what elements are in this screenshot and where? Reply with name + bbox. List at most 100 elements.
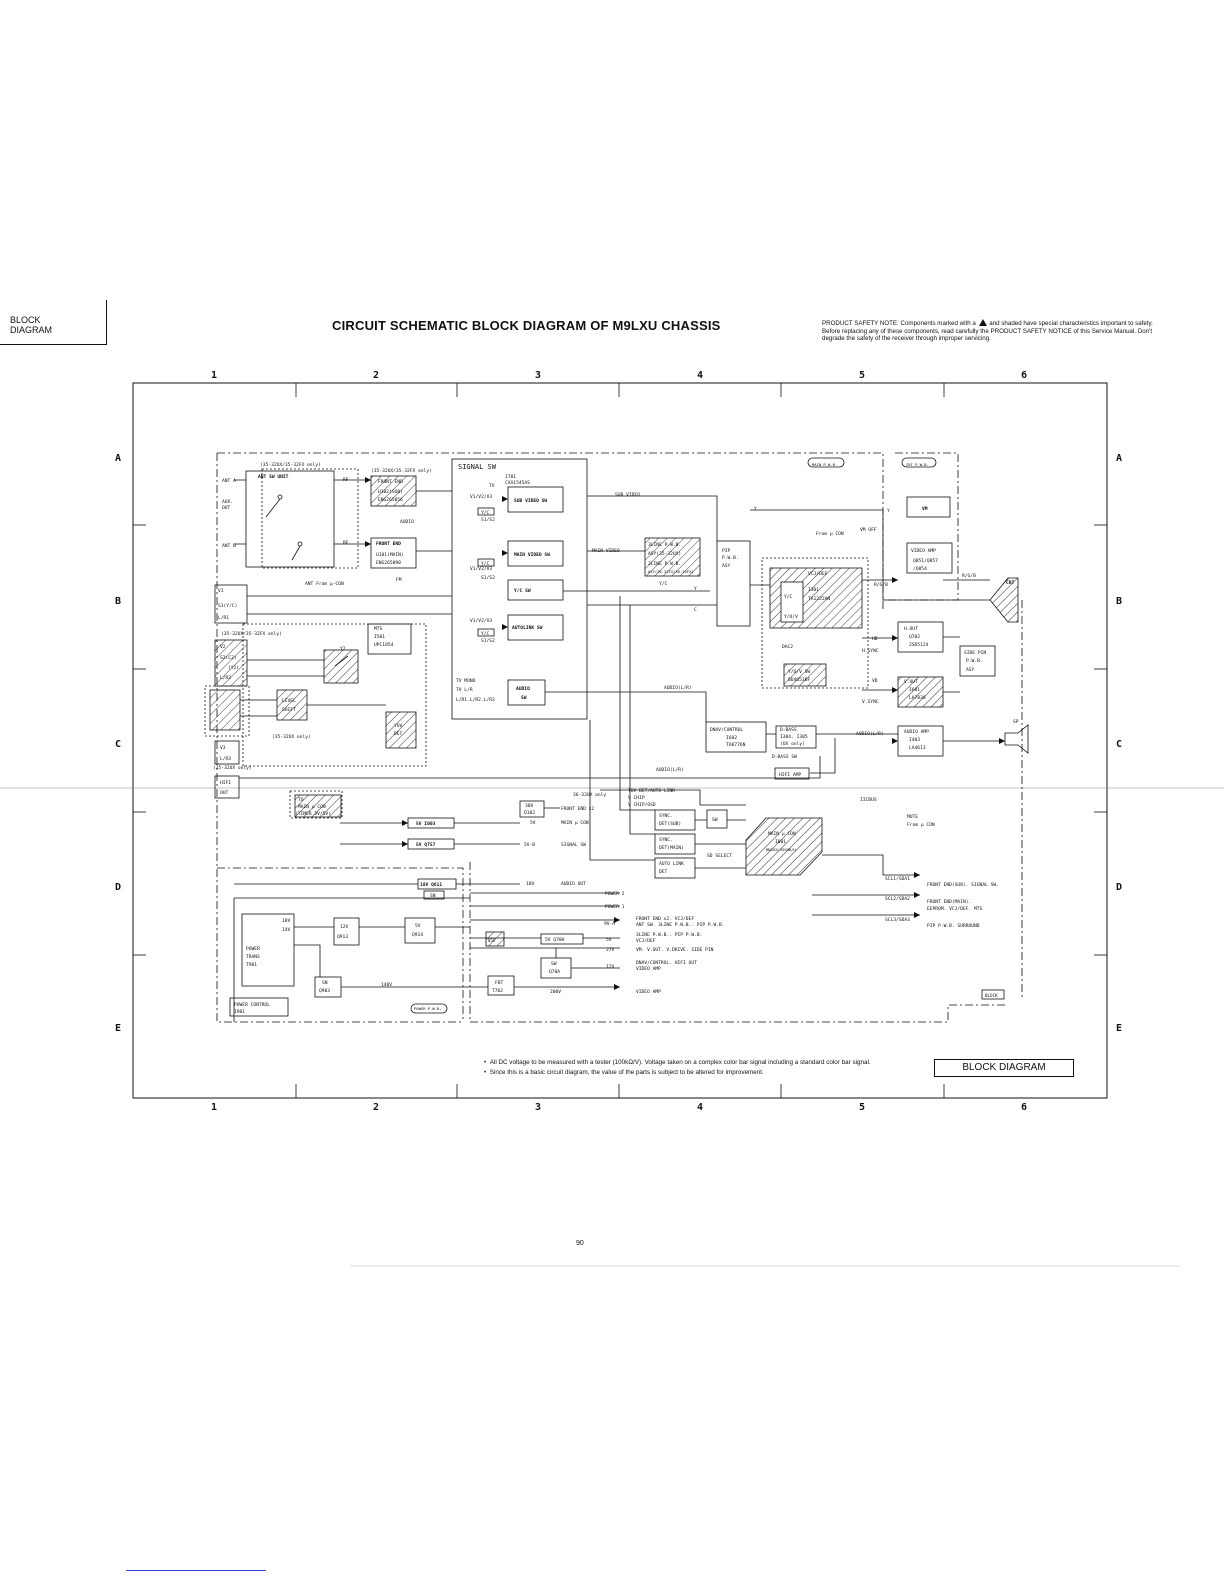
v12-q913-1: 12V [340, 924, 349, 930]
side-pin-2: P.W.B. [966, 658, 983, 664]
lr2-label: L/R2 [220, 675, 231, 681]
v200-dest: VIDEO AMP [636, 989, 661, 995]
yc2-label: (Y2) [228, 665, 239, 671]
yc-tag-a: Y/C [481, 510, 490, 516]
side-pin-1: SIDE PIN [964, 650, 986, 656]
scl2-dest-2: EEPROM. VCJ/DEF. MTS [927, 906, 983, 912]
hifi-out-1: HIFI [220, 780, 231, 786]
iicbus-label: IICBUS [860, 797, 877, 803]
pip-pwb-3: ASY [722, 563, 731, 569]
fbt-1: FBT [495, 980, 504, 986]
page-number: 90 [576, 1240, 584, 1247]
scl2-label: SCL2/SDA2 [885, 896, 910, 902]
crt-pwb-label: CRT P.W.B. [906, 462, 929, 467]
row-label-a: A [115, 453, 121, 464]
sw-q70a-1: SW [551, 961, 557, 967]
row-label-b: B [115, 596, 121, 607]
col-label-3-bottom: 3 [535, 1102, 541, 1113]
yuv-sw-2: BU4053BF [788, 677, 810, 683]
main-video-sw-label: MAIN VIDEO SW [514, 552, 550, 558]
sd-select-label: SD SELECT [707, 853, 732, 859]
v9a-label: 9V-A [604, 921, 615, 927]
v1v2v3-label-a: V1/V2/V3 [470, 494, 492, 500]
y2-label: Y2 [340, 646, 346, 652]
row-label-d-right: D [1116, 882, 1122, 893]
front-end-main-1: FRONT END [376, 541, 401, 547]
row-label-a-right: A [1116, 453, 1122, 464]
v5-dest-2: VCJ/DEF [636, 938, 656, 944]
vcj-def-2: I301 [808, 587, 819, 593]
v1-label: V1 [218, 588, 224, 594]
col-label-5-bottom: 5 [859, 1102, 865, 1113]
scl2-dest-1: FRONT END(MAIN). [927, 899, 971, 905]
i701-label-2: CXA1545AS [505, 480, 530, 486]
main-con-3: MN102L35GHB/H [766, 847, 796, 852]
h-out-1: H.OUT [904, 626, 918, 632]
auto-link-det-2: DET [659, 869, 668, 875]
power-control-1: POWER CONTROL [234, 1002, 270, 1008]
footer-note-2: • Since this is a basic circuit diagram,… [484, 1069, 764, 1076]
yc-inner-label: Y/C [784, 594, 793, 600]
line3-pwb-1: 3LINE P.W.B. [648, 542, 681, 548]
v5b-label: 5V-B [524, 842, 535, 848]
signal-sw-sig-label: SIGNAL SW [561, 842, 586, 848]
rf-label-1: RF [343, 477, 349, 483]
v-sync-label: V.SYNC [862, 699, 879, 705]
mute-label-2: From μ CON [907, 822, 935, 828]
power-pwb-label: POWER P.W.B. [414, 1006, 441, 1011]
ant-b-label: ANT B [222, 543, 236, 549]
v12-dest-2: VIDEO AMP [636, 966, 661, 972]
h-sync-label: H.SYNC [862, 648, 879, 654]
h-out-2: Q702 [909, 634, 920, 640]
block-diagram-label: BLOCK DIAGRAM [934, 1059, 1074, 1077]
col-label-6-bottom: 6 [1021, 1102, 1027, 1113]
s2-label: S2(C2) [220, 655, 237, 661]
audio-sw-label-2: SW [521, 695, 527, 701]
d-bass-sw-label: D-BASS SW [772, 754, 797, 760]
rgb-label-2: R/G/B [962, 573, 976, 579]
d-bass-2: I304. I305 [780, 734, 808, 740]
yc-tag-b: Y/C [481, 561, 490, 567]
level-shift-2: SHIFT [282, 707, 296, 713]
mts-label-2: I501 [374, 634, 385, 640]
note-32ux-32fx-b: (35-32UX/35-32FX only) [371, 468, 432, 474]
v3-label: V3 [220, 745, 226, 751]
v5-q914-2: Q914 [412, 932, 423, 938]
yuv-sw-1: Y/U/V SW [788, 669, 810, 675]
s1s2-label-a: S1/S2 [481, 517, 495, 523]
fbt-2: T702 [492, 988, 503, 994]
safety-note-suffix: and shaded have special characteristics … [822, 320, 1153, 343]
v30-d102-1: 30V [525, 803, 534, 809]
col-label-1: 1 [211, 370, 217, 381]
power-control-2: I901 [234, 1009, 245, 1015]
front-end-main-2: U101(MAIN) [376, 552, 404, 558]
dnav-2: I602 [726, 735, 737, 741]
line3-pwb-3: 2LINE P.W.B. [648, 561, 681, 567]
power-trans-2: 14V [282, 927, 291, 933]
video-amp-2: Q851/Q857 [913, 558, 938, 564]
v5-q757-label: 5V Q757 [416, 842, 436, 848]
power-trans-3: POWER [246, 946, 260, 952]
hifi-out-2: OUT [220, 790, 229, 796]
yuv-det-2: DET [394, 731, 403, 737]
hifi-amp-label: HIFI AMP [779, 772, 801, 778]
lr3-label: L/R3 [220, 756, 231, 762]
v27-label: 27V [606, 947, 615, 953]
from-con-label: From μ CON [816, 531, 844, 537]
v12-q913-2: Q913 [337, 934, 348, 940]
d-bass-3: (UX only) [780, 741, 805, 747]
pip-pwb-2: P.W.B. [722, 555, 739, 561]
autolink-sw-label: AUTOLINK SW [512, 625, 543, 631]
main-con-2: I001 [775, 839, 786, 845]
h-out-3: 2SD5124 [909, 642, 929, 648]
v-out-2: I601 [909, 687, 920, 693]
tv-mono-label: TV MONO [456, 678, 476, 684]
v85-label: 85V [488, 938, 496, 943]
power-1-label: POWER 1 [605, 904, 625, 910]
safety-note-prefix: PRODUCT SAFETY NOTE: Components marked w… [822, 320, 976, 327]
v18-label: 18V [526, 881, 535, 887]
page-title: CIRCUIT SCHEMATIC BLOCK DIAGRAM OF M9LXU… [332, 318, 721, 333]
sn-q903-2: Q903 [319, 988, 330, 994]
v1v2v3-label-c: V1/V2/V3 [470, 618, 492, 624]
d9v-dest-2: ANT SW. 3LINE P.W.B.. PIP P.W.B. [636, 922, 725, 928]
